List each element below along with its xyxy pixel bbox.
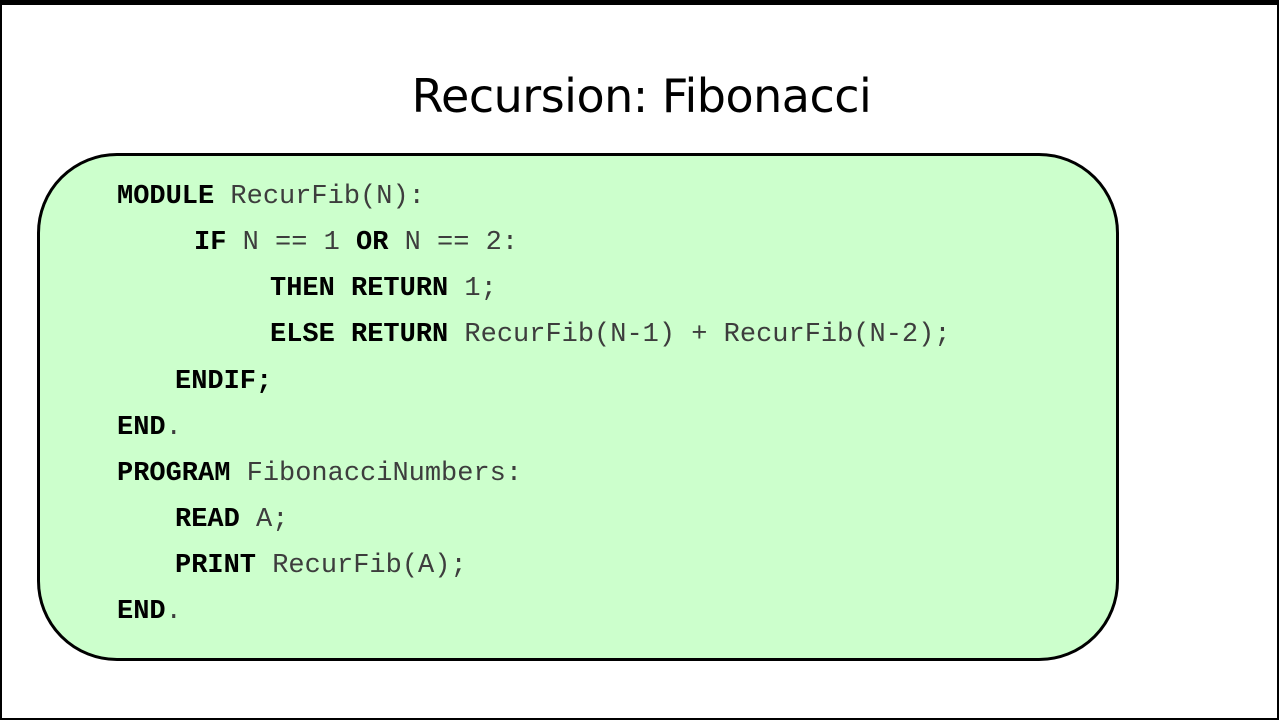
code-line-print: PRINT RecurFib(A);	[175, 551, 467, 581]
slide-title: Recursion: Fibonacci	[411, 69, 872, 123]
code-line-read: READ A;	[175, 505, 288, 535]
code-line-module: MODULE RecurFib(N):	[117, 182, 425, 212]
keyword: MODULE	[117, 182, 215, 212]
code-line-end-module: END.	[117, 413, 182, 443]
code-line-else: ELSE RETURN RecurFib(N-1) + RecurFib(N-2…	[270, 320, 951, 350]
keyword: READ	[175, 505, 240, 535]
keyword: PROGRAM	[117, 459, 231, 489]
code-text: FibonacciNumbers:	[230, 459, 523, 489]
code-text	[335, 274, 351, 304]
code-text: RecurFib(N):	[214, 182, 425, 212]
keyword: ELSE	[270, 320, 335, 350]
code-text	[335, 320, 351, 350]
code-text: RecurFib(A);	[256, 551, 467, 581]
keyword: THEN	[270, 274, 335, 304]
keyword: OR	[356, 228, 389, 258]
keyword: END	[117, 413, 166, 443]
keyword: RETURN	[351, 320, 449, 350]
code-text: .	[165, 597, 182, 627]
code-text: N == 1	[226, 228, 357, 258]
code-text: A;	[239, 505, 289, 535]
keyword: IF	[194, 228, 227, 258]
code-line-then: THEN RETURN 1;	[270, 274, 497, 304]
code-line-program: PROGRAM FibonacciNumbers:	[117, 459, 522, 489]
keyword: ENDIF;	[175, 367, 273, 397]
code-text: N == 2:	[388, 228, 519, 258]
code-text: RecurFib(N-1) + RecurFib(N-2);	[448, 320, 951, 350]
code-line-end-program: END.	[117, 597, 182, 627]
keyword: PRINT	[175, 551, 257, 581]
keyword: END	[117, 597, 166, 627]
code-text: .	[165, 413, 182, 443]
code-line-if: IF N == 1 OR N == 2:	[194, 228, 518, 258]
code-block	[37, 153, 1119, 661]
code-line-endif: ENDIF;	[175, 367, 272, 397]
code-text: 1;	[448, 274, 497, 304]
keyword: RETURN	[351, 274, 449, 304]
